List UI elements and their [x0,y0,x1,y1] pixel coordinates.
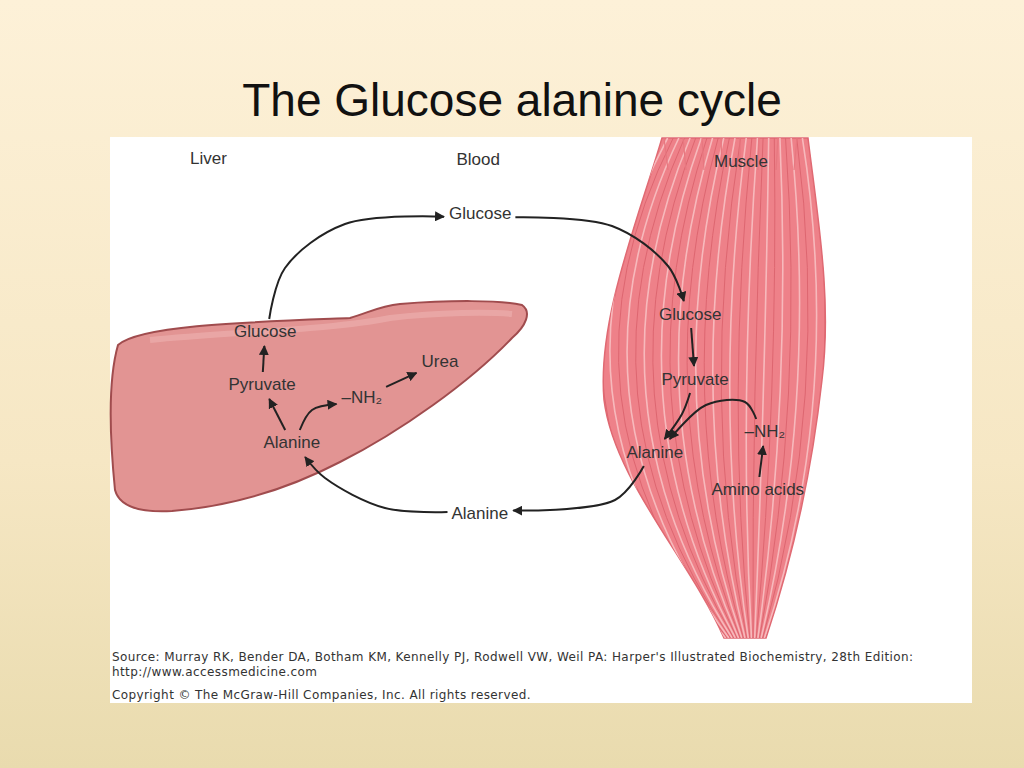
white-panel [110,137,972,703]
metabolite-name: Pyruvate [229,374,296,396]
source-note: Source: Murray RK, Bender DA, Botham KM,… [112,650,970,680]
metabolite-name: Pyruvate [662,369,729,391]
liver-organ: LiverGlucosePyruvate –NH₂ UreaAlanine [110,146,530,516]
metabolite-label: Glucose [657,304,723,326]
tendon-fiber [702,138,704,170]
metabolite-name: Alanine [627,442,684,464]
slide-title: The Glucose alanine cycle [0,72,1024,128]
metabolite-name: –NH₂ [342,387,383,409]
muscle-organ: MuscleGlucosePyruvateAlanine –NH₂ Amino ac… [590,137,840,642]
liver-outline [111,301,527,511]
metabolite-label: Alanine [450,503,511,525]
flow-arrow [513,466,644,511]
metabolite-name: Urea [422,351,459,373]
muscle-illustration [590,137,840,642]
metabolite-label: Urea [420,351,461,373]
organ-name: Liver [190,148,227,170]
metabolite-name: –NH₂ [745,421,786,443]
tendon-fiber [776,138,778,170]
organ-name: Muscle [714,151,768,173]
region-label: Blood [457,149,500,171]
metabolite-label: Amino acids [710,479,807,501]
metabolite-name: Glucose [449,203,511,225]
metabolite-name: Glucose [659,304,721,326]
source-note: Copyright © The McGraw-Hill Companies, I… [112,688,970,703]
liver-illustration [110,146,530,516]
metabolite-name: Alanine [452,503,509,525]
liver-highlight [150,313,512,340]
tendon-fiber [664,138,668,170]
metabolite-label: Pyruvate [227,374,298,396]
metabolite-name: Glucose [234,321,296,343]
tendon-fiber [794,138,797,170]
muscle-outline [603,138,825,638]
metabolite-name: Alanine [264,432,321,454]
muscle-fibers [601,138,825,638]
metabolite-label: Pyruvate [660,369,731,391]
metabolite-label: –NH₂ [743,421,788,443]
metabolite-label: Glucose [447,203,513,225]
metabolite-label: Glucose [232,321,298,343]
metabolite-name: Amino acids [712,479,805,501]
metabolite-label: –NH₂ [340,387,385,409]
metabolite-label: Alanine [625,442,686,464]
metabolite-label: Alanine [262,432,323,454]
tendon-fiber [683,138,686,170]
